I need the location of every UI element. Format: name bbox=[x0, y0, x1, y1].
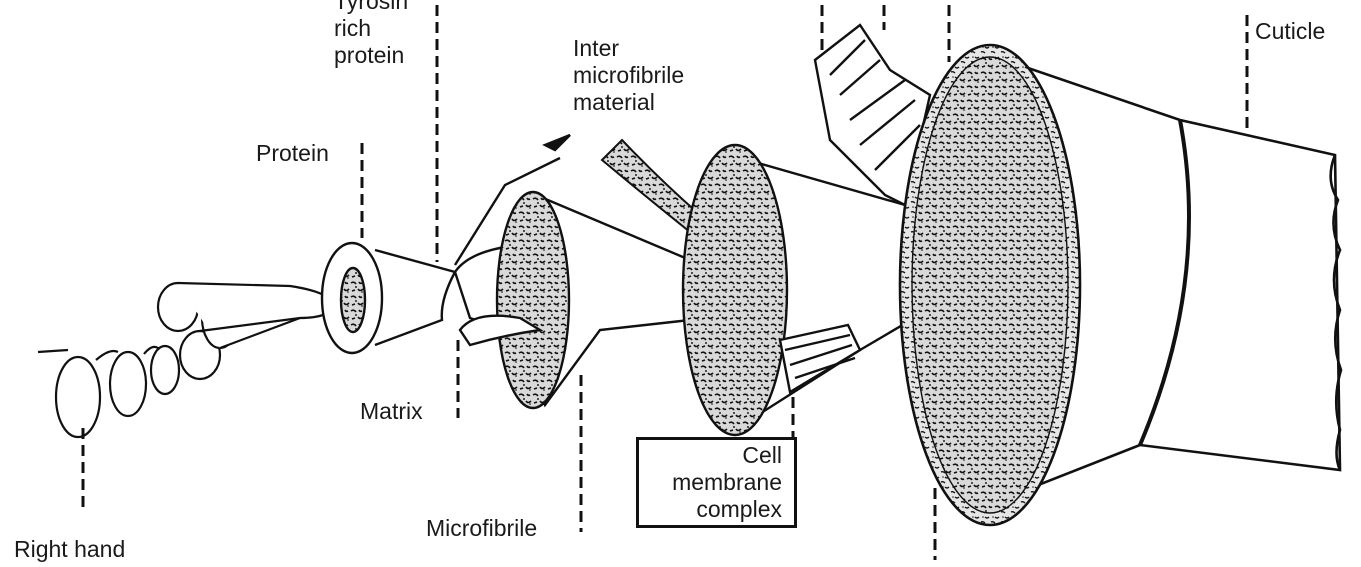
protofibril-bundle bbox=[158, 283, 334, 379]
label-matrix: Matrix bbox=[360, 398, 423, 425]
label-protein: Protein bbox=[256, 140, 329, 167]
label-tyrosin-rich-protein: Tyrosin rich protein bbox=[334, 0, 408, 69]
label-cuticle: Cuticle bbox=[1255, 18, 1325, 45]
alpha-helix-coil bbox=[38, 346, 179, 437]
label-inter-microfibrile-material: Inter microfibrile material bbox=[573, 35, 684, 116]
label-right-hand: Right hand bbox=[14, 536, 125, 563]
inter-microfibrile-stream bbox=[602, 140, 700, 232]
label-cell-membrane-complex: Cell membrane complex bbox=[636, 437, 797, 528]
label-microfibrile: Microfibrile bbox=[426, 515, 537, 542]
protein-ring bbox=[322, 243, 455, 353]
cortex-disk bbox=[900, 45, 1341, 525]
